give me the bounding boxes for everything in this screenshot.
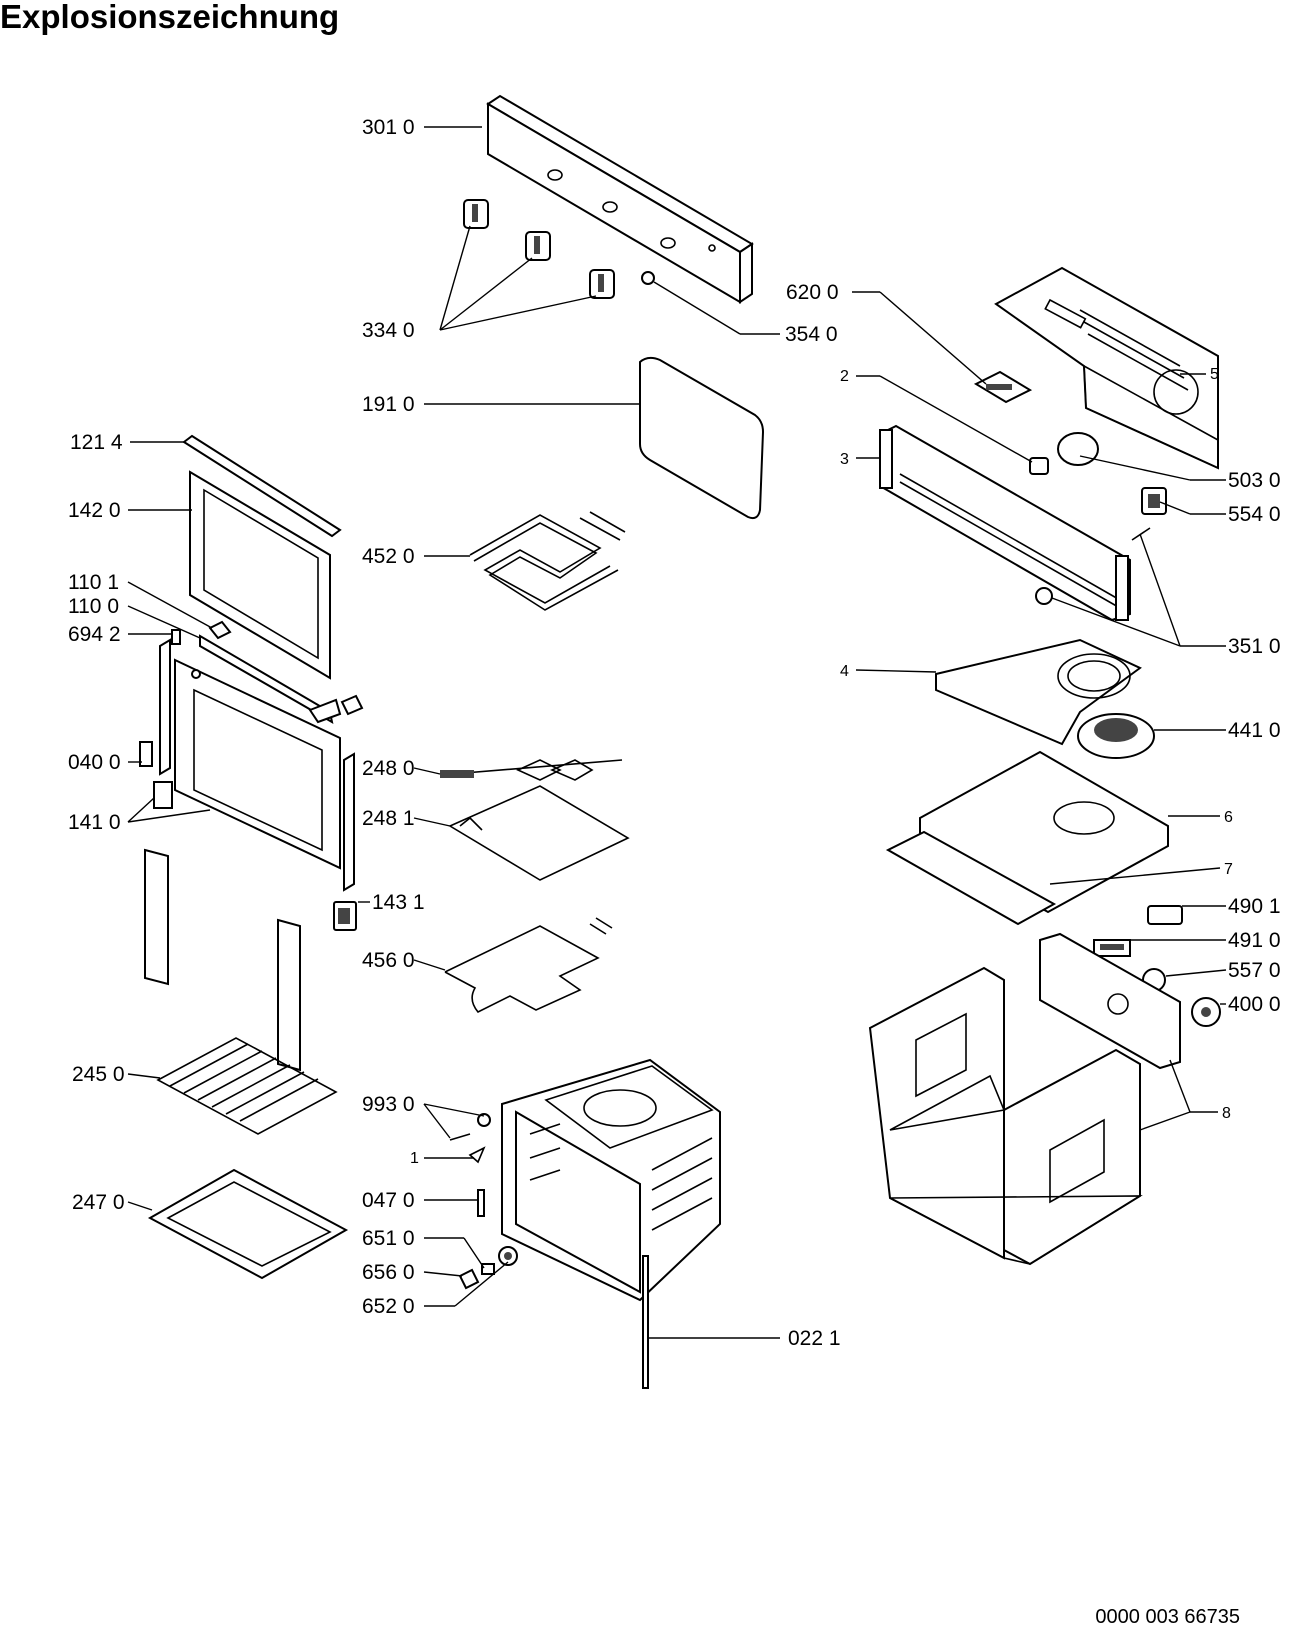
- part-rotisserie-frame: [448, 785, 630, 881]
- callout-142-0: 142 0: [68, 499, 121, 522]
- callout-651-0: 651 0: [362, 1227, 415, 1250]
- part-door-gasket: [639, 356, 765, 520]
- callout-8: 8: [1222, 1105, 1231, 1122]
- part-door-clips: [199, 620, 364, 724]
- part-top-panel: [935, 638, 1142, 746]
- callout-490-1: 490 1: [1228, 895, 1281, 918]
- callout-441-0: 441 0: [1228, 719, 1281, 742]
- part-outer-door: [174, 658, 341, 870]
- callout-656-0: 656 0: [362, 1261, 415, 1284]
- callout-452-0: 452 0: [362, 545, 415, 568]
- callout-5: 5: [1210, 366, 1219, 383]
- part-front-frame: [879, 424, 1131, 622]
- part-fan-wheel: [1077, 713, 1155, 759]
- callout-143-1: 143 1: [372, 891, 425, 914]
- part-door-hinges: [139, 629, 357, 931]
- callout-248-1: 248 1: [362, 807, 415, 830]
- callout-351-0: 351 0: [1228, 635, 1281, 658]
- callout-334-0: 334 0: [362, 319, 415, 342]
- part-wire-rack: [156, 1037, 338, 1135]
- page-title: Explosionszeichnung: [0, 0, 340, 35]
- callout-354-0: 354 0: [785, 323, 838, 346]
- callout-6: 6: [1224, 809, 1233, 826]
- callout-301-0: 301 0: [362, 116, 415, 139]
- part-control-panel: [486, 94, 754, 304]
- callout-2: 2: [840, 368, 849, 385]
- callout-022-1: 022 1: [788, 1327, 841, 1350]
- callout-248-0: 248 0: [362, 757, 415, 780]
- callout-554-0: 554 0: [1228, 503, 1281, 526]
- callout-110-0: 110 0: [68, 595, 119, 618]
- callout-3: 3: [840, 451, 849, 468]
- callout-4: 4: [840, 663, 849, 680]
- callout-1: 1: [410, 1150, 419, 1167]
- part-electronic-module: [973, 370, 1033, 404]
- callout-047-0: 047 0: [362, 1189, 415, 1212]
- callout-652-0: 652 0: [362, 1295, 415, 1318]
- part-bottom-plate: [885, 830, 1057, 926]
- callout-456-0: 456 0: [362, 949, 415, 972]
- document-number: 0000 003 66735: [1095, 1606, 1240, 1628]
- part-trim-strip: [642, 1255, 649, 1389]
- part-baking-tray: [147, 1168, 349, 1280]
- part-side-strips: [144, 848, 301, 1072]
- part-top-heating-element: [469, 511, 626, 611]
- callout-503-0: 503 0: [1228, 469, 1281, 492]
- part-rear-cover: [994, 266, 1219, 470]
- callout-491-0: 491 0: [1228, 929, 1281, 952]
- part-rotisserie-spit: [439, 759, 623, 781]
- callout-557-0: 557 0: [1228, 959, 1281, 982]
- callout-141-0: 141 0: [68, 811, 121, 834]
- callout-191-0: 191 0: [362, 393, 415, 416]
- part-electrical-components: [1093, 905, 1221, 1027]
- callout-993-0: 993 0: [362, 1093, 415, 1116]
- callout-694-2: 694 2: [68, 623, 121, 646]
- callout-400-0: 400 0: [1228, 993, 1281, 1016]
- callout-labels: 301 0 334 0 354 0 191 0 452 0 121 4 142 …: [68, 116, 1281, 1350]
- part-fan-motor-parts: [1029, 432, 1167, 605]
- leader-lines: [127, 126, 1227, 1339]
- callout-7: 7: [1224, 861, 1233, 878]
- part-outer-casing: [868, 932, 1181, 1266]
- callout-110-1: 110 1: [68, 571, 119, 594]
- callout-245-0: 245 0: [72, 1063, 125, 1086]
- callout-620-0: 620 0: [786, 281, 839, 304]
- part-bottom-heating-element: [444, 917, 613, 1013]
- callout-040-0: 040 0: [68, 751, 121, 774]
- part-door-top-trim: [182, 434, 342, 538]
- callout-121-4: 121 4: [70, 431, 123, 454]
- part-oven-cavity: [501, 1058, 721, 1302]
- callout-247-0: 247 0: [72, 1191, 125, 1214]
- part-inner-glass: [189, 470, 331, 680]
- part-knobs: [463, 199, 655, 299]
